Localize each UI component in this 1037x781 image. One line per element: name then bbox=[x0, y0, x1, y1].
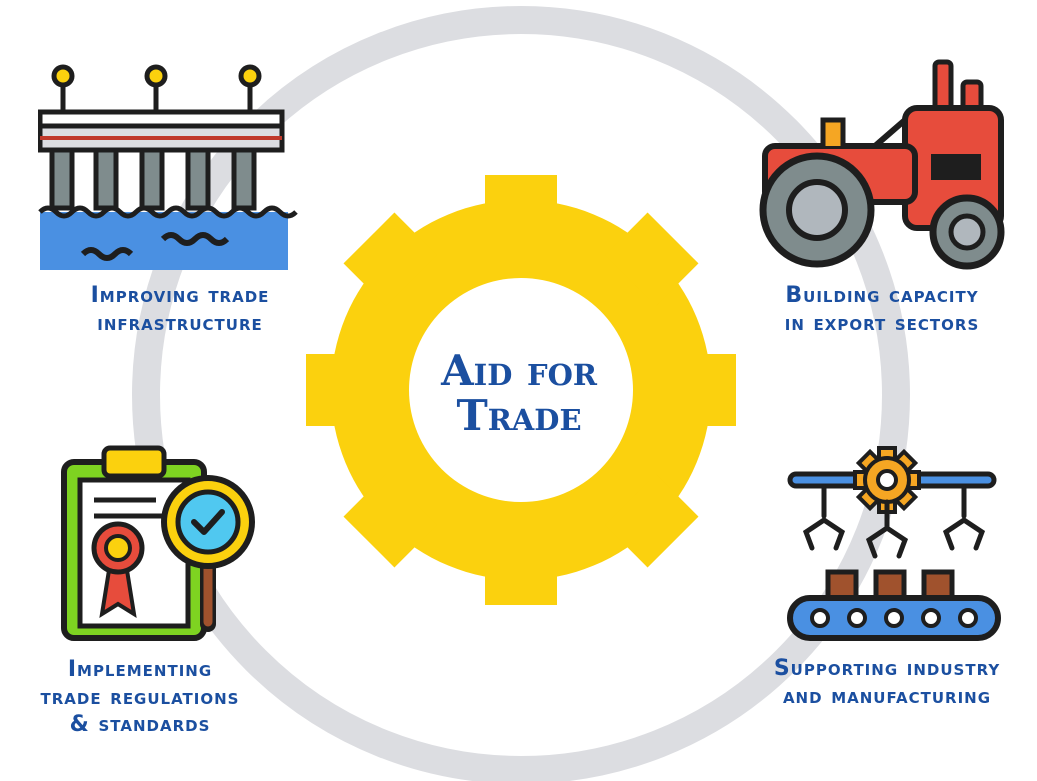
outer-ring bbox=[132, 6, 910, 781]
pillar-label-industry: Supporting industry and manufacturing bbox=[773, 656, 1001, 709]
center-title: Aid for Trade bbox=[441, 346, 597, 441]
pillar-label-infrastructure: Improving trade infrastructure bbox=[90, 283, 270, 336]
pillar-label-regulations: Implementing trade regulations & standar… bbox=[40, 657, 240, 737]
gear-icon bbox=[306, 175, 736, 605]
robotic-assembly-line-icon bbox=[787, 446, 1001, 641]
bridge-icon bbox=[38, 64, 298, 270]
pillar-label-capacity: Building capacity in export sectors bbox=[784, 283, 980, 336]
tractor-icon bbox=[759, 59, 1005, 270]
gear-hub bbox=[409, 278, 633, 502]
certificate-clipboard-icon bbox=[61, 445, 255, 641]
